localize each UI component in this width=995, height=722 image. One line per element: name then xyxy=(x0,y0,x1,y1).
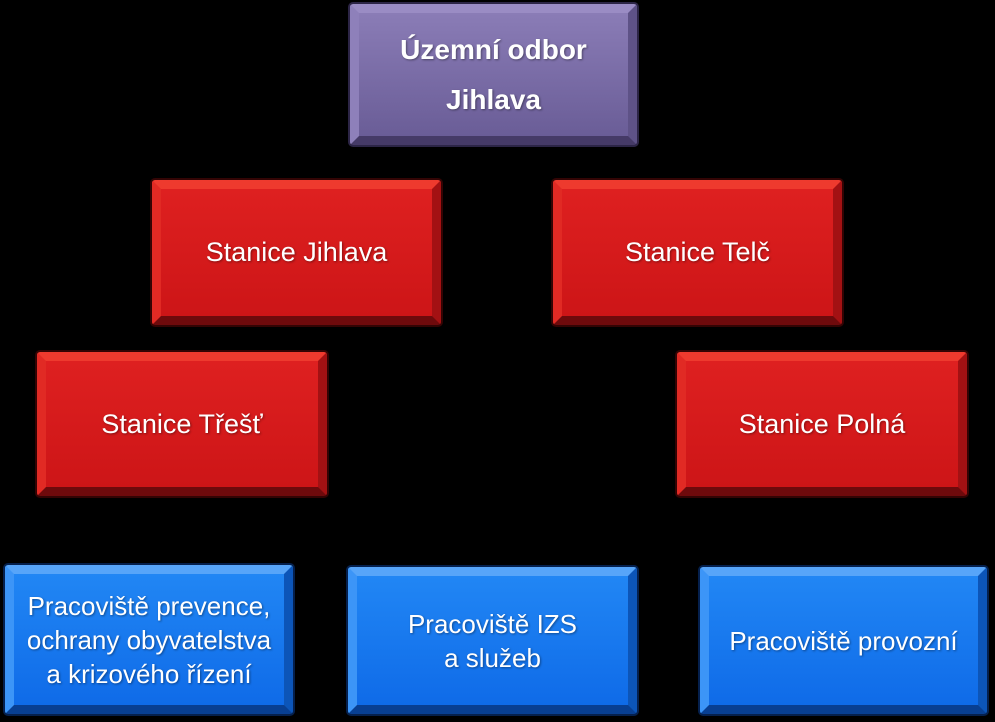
node-label-line: Pracoviště IZS xyxy=(407,608,578,639)
org-node-uzemni-odbor-jihlava: Územní odbor Jihlava xyxy=(350,4,637,145)
node-label: Stanice Telč xyxy=(624,237,771,267)
org-node-pracoviste-provozni: Pracoviště provozní xyxy=(700,567,987,714)
org-node-pracoviste-izs: Pracoviště IZS a služeb xyxy=(348,567,637,714)
node-label: Pracoviště provozní xyxy=(729,625,958,656)
node-label: Stanice Jihlava xyxy=(205,237,388,267)
node-label-line: Jihlava xyxy=(446,83,541,115)
node-label-line: Územní odbor xyxy=(400,33,587,65)
node-label: Stanice Polná xyxy=(738,408,906,439)
node-label-line: a krizového řízení xyxy=(46,658,252,689)
node-label-line: ochrany obyvatelstva xyxy=(26,624,272,655)
org-node-stanice-polna: Stanice Polná xyxy=(677,352,967,496)
node-label: Stanice Třešť xyxy=(101,408,263,439)
node-label-line: Pracoviště prevence, xyxy=(27,590,271,621)
org-node-pracoviste-prevence: Pracoviště prevence, ochrany obyvatelstv… xyxy=(5,565,293,714)
org-node-stanice-trest: Stanice Třešť xyxy=(37,352,327,496)
org-node-stanice-telc: Stanice Telč xyxy=(553,180,842,325)
org-node-stanice-jihlava: Stanice Jihlava xyxy=(152,180,441,325)
node-label-line: a služeb xyxy=(444,642,541,673)
